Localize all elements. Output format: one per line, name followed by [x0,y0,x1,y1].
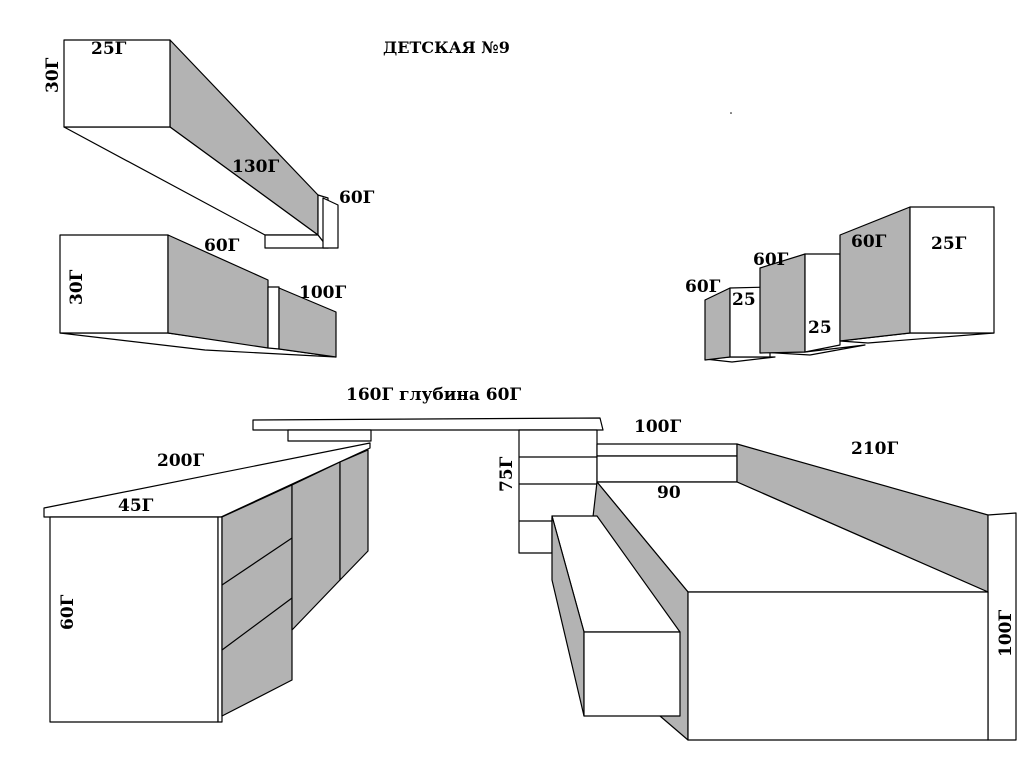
desk-top-label: 160Г глубина 60Г [346,385,521,405]
stray-dot [730,112,732,114]
bed-height-label: 100Г [996,610,1016,657]
shelf-1-width-label: 60Г [685,277,721,297]
lower-cabinet-height-label: 30Г [67,269,87,305]
bed [551,443,1017,741]
lower-cabinet-length-2-label: 100Г [299,283,346,303]
dresser-length-label: 200Г [157,451,204,471]
dresser-top [43,442,371,518]
wall-cabinet-lower [59,234,337,358]
bed-headboard-front [596,455,738,483]
shelf-3-side [839,206,911,342]
wall-cabinet-long-front [63,39,171,128]
shelf-1-depth-label: 25 [732,290,756,310]
wall-cabinet-long [63,39,339,249]
dresser-drawer-line-2 [221,597,293,651]
shelf-2-front [804,253,841,353]
sketch-title: ДЕТСКАЯ №9 [383,38,510,57]
desk-height-label: 75Г [497,456,517,492]
wall-cabinet-lower-side-2 [278,287,337,358]
wall-cabinet-small-label: 60Г [339,188,375,208]
bed-width-label: 90 [657,483,681,503]
desk-top [252,417,604,431]
wall-cabinet-width-label: 25Г [91,39,127,59]
bed-head-label: 100Г [634,417,681,437]
bed-headboard-top [596,443,738,457]
lower-cabinet-length-1-label: 60Г [204,236,240,256]
shelf-3-front [909,206,995,334]
wall-cabinet-height-label: 30Г [43,57,63,93]
shelf-2-depth-label: 25 [808,318,832,338]
dresser-drawer-line-1 [221,537,293,586]
shelf-set [704,206,995,363]
desk-left-support [287,429,372,442]
shelf-3-depth-label: 25Г [931,234,967,254]
desk [252,417,604,554]
dresser-depth-label: 45Г [118,496,154,516]
bed-step-front [583,631,681,717]
wall-cabinet-lower-gap [267,286,280,350]
shelf-2-width-label: 60Г [753,250,789,270]
wall-cabinet-length-label: 130Г [232,157,279,177]
shelf-3-width-label: 60Г [851,232,887,252]
dresser-drawers [221,484,293,717]
bed-foot [687,591,989,741]
bed-length-label: 210Г [851,439,898,459]
shelf-1-side [704,287,731,361]
dresser-height-label: 60Г [58,594,78,630]
wall-cabinet-small-box [322,197,339,249]
dresser-door-2 [339,449,369,581]
dresser-door-1 [291,461,341,631]
dresser [43,442,371,723]
wall-cabinet-small-bottom [264,234,329,249]
dresser-side-strip [217,516,223,723]
